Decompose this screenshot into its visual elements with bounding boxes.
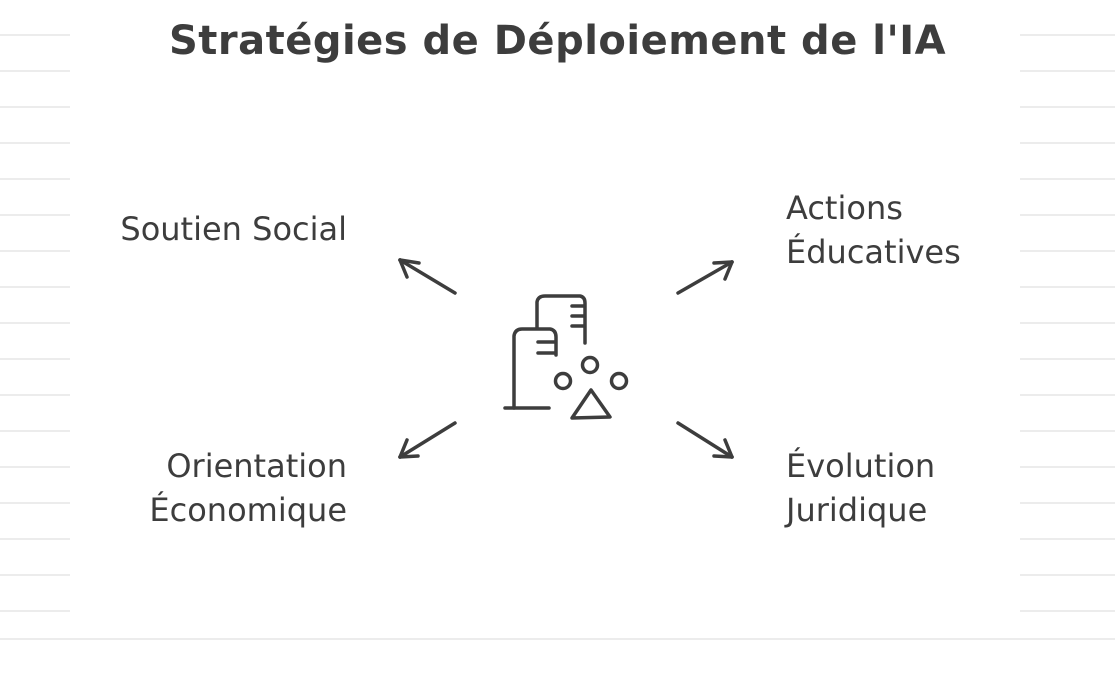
diagram-canvas bbox=[70, 0, 1020, 638]
ai-deployment-icon bbox=[503, 294, 629, 420]
label-line: Économique bbox=[149, 491, 347, 529]
label-line: Évolution bbox=[786, 447, 936, 485]
label-line: Orientation bbox=[166, 447, 347, 485]
label-soutien-social: Soutien Social bbox=[0, 207, 347, 251]
label-orientation-economique: Orientation Économique bbox=[0, 444, 347, 532]
label-actions-educatives: Actions Éducatives bbox=[786, 186, 961, 274]
arrow-top-left bbox=[398, 258, 457, 295]
arrow-top-right bbox=[676, 260, 734, 295]
arrow-bottom-right bbox=[676, 421, 734, 459]
label-line: Actions bbox=[786, 189, 903, 227]
label-line: Éducatives bbox=[786, 233, 961, 271]
bottom-margin bbox=[0, 638, 1115, 680]
arrow-bottom-left bbox=[398, 421, 457, 459]
label-line: Juridique bbox=[786, 491, 928, 529]
diagram-title: Stratégies de Déploiement de l'IA bbox=[168, 18, 947, 64]
label-evolution-juridique: Évolution Juridique bbox=[786, 444, 935, 532]
label-line: Soutien Social bbox=[120, 210, 347, 248]
